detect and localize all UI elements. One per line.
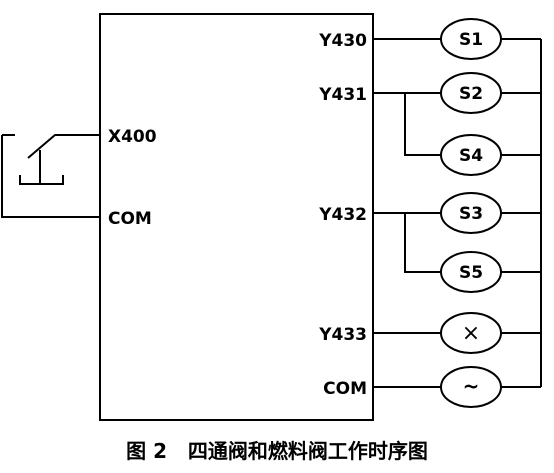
output-com-label: COM [323, 379, 367, 399]
coil-s5: S5 [440, 251, 502, 293]
coil-s5-label: S5 [459, 263, 483, 283]
ac-source: ~ [440, 366, 502, 408]
output-wiring [373, 38, 542, 388]
coil-s2: S2 [440, 72, 502, 114]
ac-source-symbol-icon: ~ [463, 374, 480, 398]
coil-s1: S1 [440, 18, 502, 60]
lamp: × [440, 312, 502, 354]
input-x400-label: X400 [108, 127, 157, 147]
output-y432-label: Y432 [318, 205, 367, 225]
coil-s2-label: S2 [459, 84, 483, 104]
coil-s4-label: S4 [459, 146, 483, 166]
output-y430-label: Y430 [318, 31, 367, 51]
lamp-symbol-icon: × [462, 321, 480, 346]
coil-s3: S3 [440, 192, 502, 234]
coil-s1-label: S1 [459, 30, 483, 50]
output-y433-label: Y433 [318, 325, 367, 345]
coil-s4: S4 [440, 134, 502, 176]
output-y431-label: Y431 [318, 85, 367, 105]
coil-s3-label: S3 [459, 204, 483, 224]
figure-caption: 图 2 四通阀和燃料阀工作时序图 [126, 439, 428, 463]
input-switch [1, 134, 100, 218]
input-com-label: COM [108, 209, 152, 229]
